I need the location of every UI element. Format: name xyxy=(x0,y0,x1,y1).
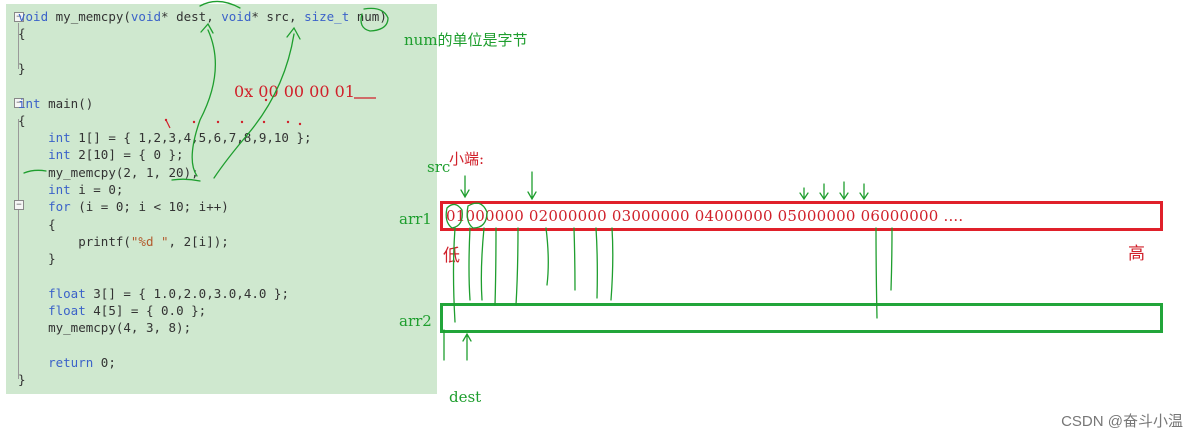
copy-line xyxy=(890,227,893,291)
src-curve xyxy=(213,33,295,179)
code-line: printf("%d ", 2[i]); xyxy=(78,233,229,249)
dest-up-arrow xyxy=(462,332,472,361)
csdn-watermark: CSDN @奋斗小温 xyxy=(1061,413,1183,430)
code-line: my_memcpy(4, 3, 8); xyxy=(48,320,192,336)
code-line: } xyxy=(18,60,26,76)
code-fold-guide xyxy=(18,119,19,379)
byte-circle-1 xyxy=(445,203,463,229)
fold-marker-icon[interactable]: − xyxy=(14,200,24,210)
copy-line xyxy=(875,227,878,319)
arr2-memory-box xyxy=(440,303,1163,333)
fold-marker-icon[interactable]: − xyxy=(14,12,24,22)
code-line: { xyxy=(18,26,26,42)
code-line: float 4[5] = { 0.0 }; xyxy=(48,303,207,319)
src-label: src xyxy=(427,158,451,176)
code-line: return 0; xyxy=(48,355,116,370)
code-line: int 2[10] = { 0 }; xyxy=(48,147,184,163)
code-line: void my_memcpy(void* dest, void* src, si… xyxy=(18,9,387,24)
code-line: int i = 0; xyxy=(48,182,124,197)
fold-marker-icon[interactable]: − xyxy=(14,98,24,108)
code-line: } xyxy=(18,372,26,388)
copy-line xyxy=(610,227,614,301)
arr1-label: arr1 xyxy=(399,210,432,228)
code-line: { xyxy=(18,216,56,232)
arr2-label: arr2 xyxy=(399,312,432,330)
src-down-arrow-head xyxy=(460,189,470,199)
code-line: int main() xyxy=(18,95,94,111)
copy-line xyxy=(595,227,598,299)
num-circle xyxy=(360,7,389,32)
src-dest-arrow xyxy=(199,0,241,9)
copy-line xyxy=(573,227,576,291)
code-line: int 1[] = { 1,2,3,4,5,6,7,8,9,10 }; xyxy=(48,130,312,146)
code-line: } xyxy=(18,251,56,267)
code-editor-panel: − − − xyxy=(6,4,437,394)
copy-line xyxy=(515,227,519,306)
code-line: for (i = 0; i < 10; i++) xyxy=(48,199,229,215)
code-line: my_memcpy(2, 1, 20); xyxy=(48,164,199,180)
high-address-label: 高 xyxy=(1128,244,1145,264)
arr1-memory-box xyxy=(440,201,1163,231)
arr1-byte-sequence: 01000000 02000000 03000000 04000000 0500… xyxy=(446,207,964,225)
copy-line xyxy=(452,227,456,323)
dest-curve xyxy=(191,29,217,177)
src-arrow-head xyxy=(286,26,301,40)
little-endian-label: 小端: xyxy=(449,150,485,168)
arr1-underline xyxy=(171,178,201,182)
copy-line xyxy=(480,227,485,301)
low-address-label: 低 xyxy=(443,246,460,266)
hex-value-note: 0x 00 00 00 01 xyxy=(234,82,355,101)
code-line: { xyxy=(18,112,26,128)
copy-line xyxy=(494,227,497,306)
num-unit-note: num的单位是字节 xyxy=(404,31,528,49)
byte-circle-2 xyxy=(466,202,488,229)
code-line: float 3[] = { 1.0,2.0,3.0,4.0 }; xyxy=(48,285,289,301)
code-fold-guide xyxy=(18,23,19,69)
call-arrow xyxy=(23,169,47,174)
copy-line xyxy=(545,227,549,286)
dest-arrow-head xyxy=(200,22,214,34)
copy-line xyxy=(468,227,471,301)
dest-label: dest xyxy=(449,388,482,406)
